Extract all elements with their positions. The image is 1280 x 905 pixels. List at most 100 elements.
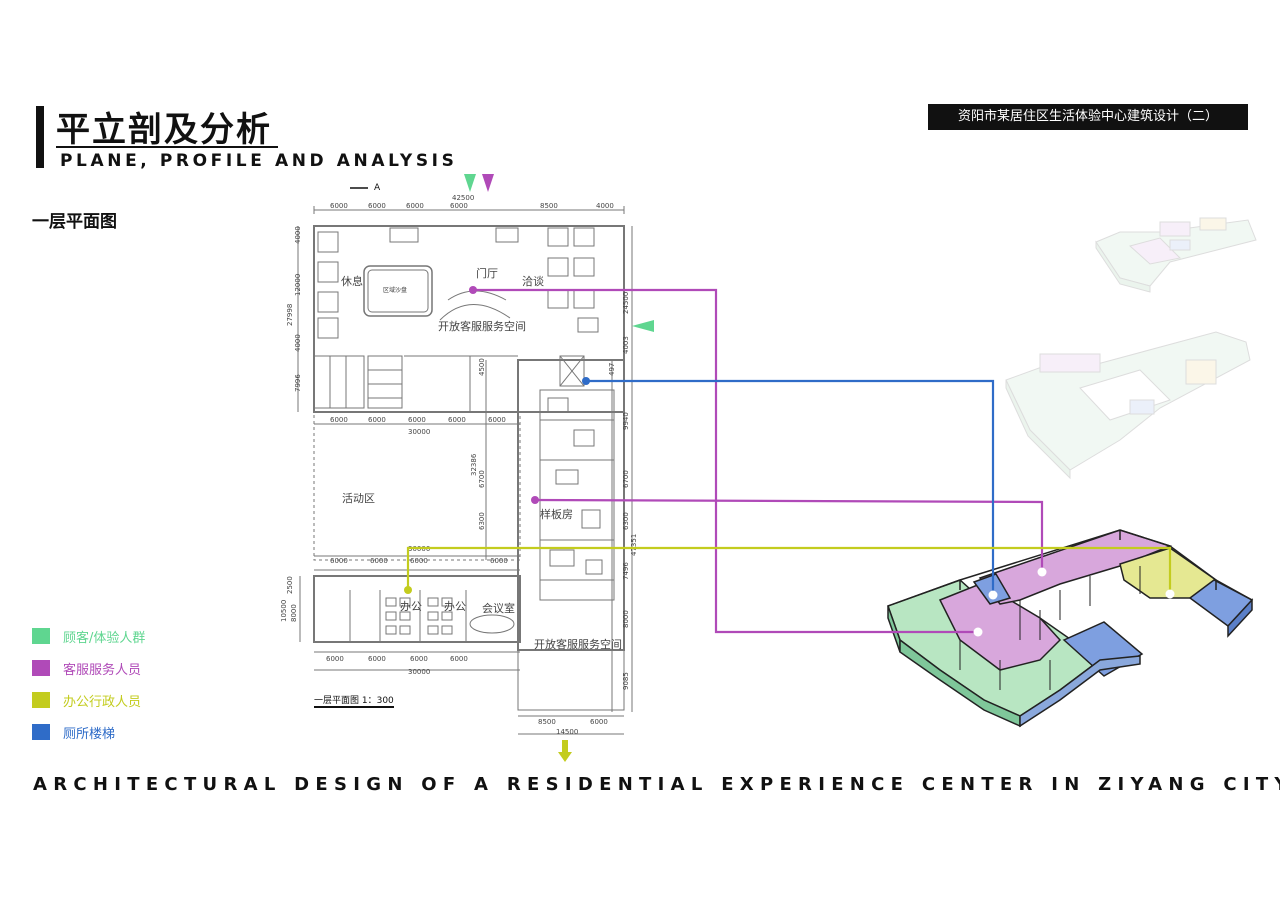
legend-label-toilet: 厕所楼梯 <box>63 727 116 742</box>
dim-right-6: 7496 <box>622 562 630 580</box>
dim-right-3: 9940 <box>622 412 630 430</box>
entrance-arrow-office-bottom <box>558 740 572 762</box>
flow-end-office <box>1165 589 1175 599</box>
entrance-arrow-guest-top <box>464 174 476 192</box>
page-subtitle: PLANE, PROFILE AND ANALYSIS <box>60 151 458 171</box>
legend-swatch-office <box>32 692 50 708</box>
dim-middle-3: 6300 <box>478 512 486 530</box>
dim-row3-3: 6000 <box>450 655 468 663</box>
legend-label-guest: 顾客/体验人群 <box>63 631 146 646</box>
wall-north-block <box>313 225 625 413</box>
dim-bottom-1: 6000 <box>590 718 608 726</box>
dim-row1-overall: 30000 <box>408 428 430 436</box>
room-label-open-service-top: 开放客服服务空间 <box>438 319 526 333</box>
dim-row3-2: 6000 <box>410 655 428 663</box>
dim-left-0: 4000 <box>294 226 302 244</box>
footer-title: ARCHITECTURAL DESIGN OF A RESIDENTIAL EX… <box>33 774 1280 795</box>
room-label-rest: 休息 <box>341 274 363 288</box>
legend-swatch-service <box>32 660 50 676</box>
dim-middle-0: 4500 <box>478 358 486 376</box>
dim-bottom-left-2: 8000 <box>290 604 298 622</box>
flow-end-guest <box>973 627 983 637</box>
page-title: 平立剖及分析 <box>56 110 272 150</box>
legend-label-office: 办公行政人员 <box>63 695 142 710</box>
dim-right-1: 4003 <box>622 336 630 354</box>
flow-point-service-lobby <box>469 286 477 294</box>
title-underline <box>56 146 278 148</box>
wall-east-wing <box>517 359 625 651</box>
sandtable-frame <box>363 265 433 317</box>
dim-right-overall: 47351 <box>630 534 638 556</box>
elevator <box>559 355 585 387</box>
dim-row2-2: 6000 <box>410 557 428 565</box>
dim-left-3: 7996 <box>294 374 302 392</box>
flow-line-service-lobby <box>473 288 978 634</box>
dim-row3-0: 6000 <box>326 655 344 663</box>
room-label-sandtable: 区域沙盘 <box>383 286 407 294</box>
dim-row1-1: 6000 <box>368 416 386 424</box>
room-label-open-service-bottom: 开放客服服务空间 <box>534 637 622 651</box>
dim-right-4: 6700 <box>622 470 630 488</box>
dim-row1-2: 6000 <box>408 416 426 424</box>
dim-row2-3: 6000 <box>490 557 508 565</box>
flow-line-office <box>406 546 1172 592</box>
flow-points <box>404 286 1175 637</box>
dim-right-5: 6300 <box>622 512 630 530</box>
dim-top-2: 6000 <box>406 202 424 210</box>
floor-plan-title: 一层平面图 <box>32 212 117 232</box>
section-marker-label: A <box>374 183 381 193</box>
legend-label-service: 客服服务人员 <box>63 663 142 678</box>
flow-line-toilet <box>586 379 995 594</box>
dim-bottom-left-0: 2500 <box>286 576 294 594</box>
wall-office-block <box>313 575 521 643</box>
dim-right-0: 24500 <box>622 292 630 314</box>
room-label-sample-room: 样板房 <box>540 507 573 521</box>
axonometric-upper-floor <box>1095 217 1257 293</box>
room-label-activity: 活动区 <box>342 492 375 505</box>
legend-swatch-guest <box>32 628 50 644</box>
dim-right-8: 9085 <box>622 672 630 690</box>
dim-top-4: 8500 <box>540 202 558 210</box>
dim-middle-2: 6700 <box>478 470 486 488</box>
title-accent-bar <box>36 106 44 168</box>
dim-mid-span: 6000 <box>488 416 506 424</box>
legend-swatch-toilet <box>32 724 50 740</box>
flow-point-service-sample <box>531 496 539 504</box>
axonometric-middle-floor <box>1005 331 1251 480</box>
scale-label: 一层平面图 1：300 <box>314 695 394 706</box>
dim-row2-0: 6000 <box>330 557 348 565</box>
flow-end-sample <box>1037 567 1047 577</box>
dim-left-overall: 27998 <box>286 304 294 326</box>
dim-middle-1: 32386 <box>470 453 478 476</box>
room-label-lobby: 门厅 <box>476 266 498 280</box>
dim-left-2: 4000 <box>294 334 302 352</box>
flow-lines <box>406 288 1172 634</box>
dim-row3-overall: 30000 <box>408 668 430 676</box>
dim-bottom-overall: 14500 <box>556 728 578 736</box>
dim-top-5: 4000 <box>596 202 614 210</box>
flow-line-service-sample <box>534 498 1044 570</box>
entrance-arrow-service-top <box>482 174 494 192</box>
service-counter <box>439 304 511 321</box>
flow-point-office <box>404 586 412 594</box>
wall-activity-block <box>313 411 521 561</box>
dim-row1-0: 6000 <box>330 416 348 424</box>
room-label-office-2: 办公 <box>444 600 466 613</box>
dim-top-3: 6000 <box>450 202 468 210</box>
dim-bottom-left-1: 10500 <box>280 600 288 622</box>
dim-top-1: 6000 <box>368 202 386 210</box>
dim-right-7: 8000 <box>622 610 630 628</box>
project-title-badge: 资阳市某居住区生活体验中心建筑设计（二） <box>928 104 1248 130</box>
flow-point-toilet <box>582 377 590 385</box>
axonometric-ground-floor <box>887 529 1254 728</box>
dim-bottom-0: 8500 <box>538 718 556 726</box>
stair-block <box>367 355 403 409</box>
dim-row1-3: 6000 <box>448 416 466 424</box>
entrance-arrow-guest-right <box>632 320 654 332</box>
dim-right-2: 497 <box>608 363 616 376</box>
dim-row2-1: 6000 <box>370 557 388 565</box>
floor-plan <box>297 187 633 735</box>
dim-top-0: 6000 <box>330 202 348 210</box>
wall-south-wing <box>517 649 625 711</box>
